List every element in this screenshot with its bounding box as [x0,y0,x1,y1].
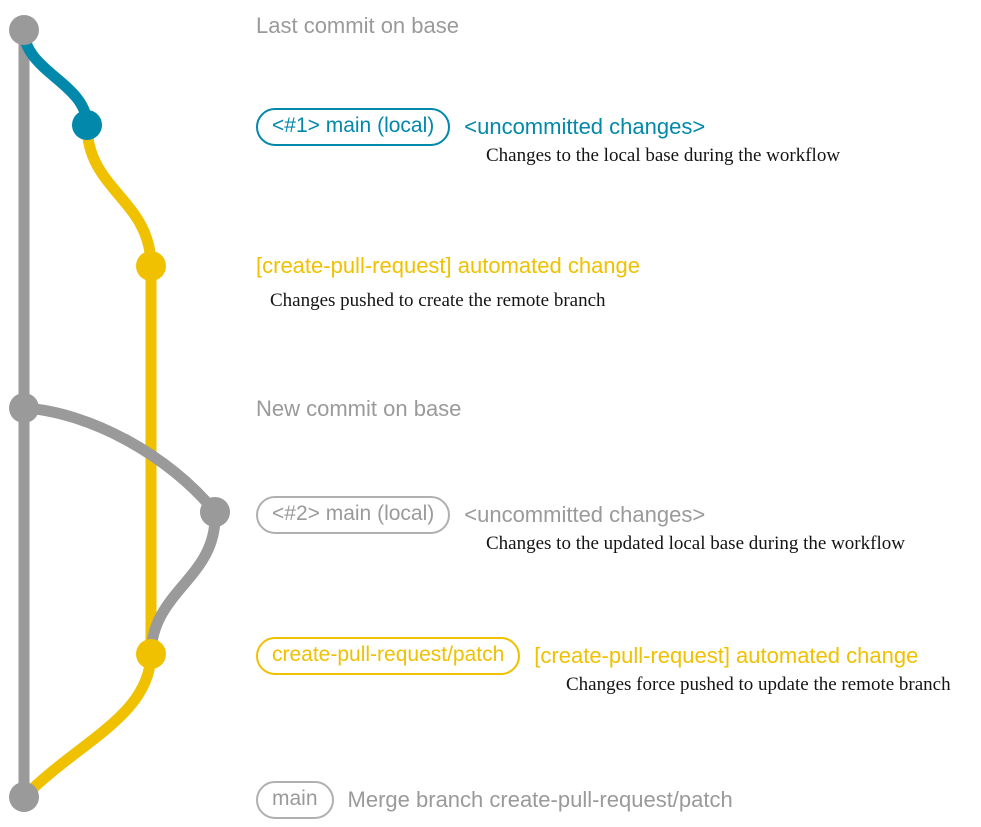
commit-node-automated-change-1[interactable] [136,251,166,281]
commit-node-automated-change-2[interactable] [136,639,166,669]
edge-patch-2-to-merge [18,648,157,803]
commit-node-new-commit-on-base[interactable] [9,393,39,423]
commit-node-local-1[interactable] [72,110,102,140]
commit-node-local-2[interactable] [200,497,230,527]
commit-row-local-2: <#2> main (local) <uncommitted changes> [256,496,705,534]
commit-node-last-commit-on-base[interactable] [9,15,39,45]
commit-description-automated-change-1: Changes pushed to create the remote bran… [270,290,606,311]
branch-label-main[interactable]: main [256,781,334,819]
branch-label-local-2[interactable]: <#2> main (local) [256,496,451,534]
commit-row-new-commit-on-base: New commit on base [256,396,461,422]
branch-label-local-1[interactable]: <#1> main (local) [256,108,451,146]
edge-local-2-to-patch-2 [145,506,221,660]
commit-row-local-1: <#1> main (local) <uncommitted changes> [256,108,705,146]
commit-message-new-commit-on-base: New commit on base [256,396,462,421]
commit-description-local-1: Changes to the local base during the wor… [486,145,841,166]
commit-message-merge: Merge branch create-pull-request/patch [347,787,733,812]
commit-message-automated-change-2: [create-pull-request] automated change [534,643,919,668]
commit-row-automated-change-2: create-pull-request/patch [create-pull-r… [256,637,918,675]
commit-message-last-commit-on-base: Last commit on base [256,13,459,38]
branch-label-create-pull-request-patch[interactable]: create-pull-request/patch [256,637,521,675]
edge-local-1-to-patch-1 [81,119,157,272]
commit-message-local-1: <uncommitted changes> [464,114,706,139]
commit-row-last-commit-on-base: Last commit on base [256,13,459,39]
commit-node-merge[interactable] [9,782,39,812]
commit-description-automated-change-2: Changes force pushed to update the remot… [566,674,951,695]
commit-row-merge: main Merge branch create-pull-request/pa… [256,781,733,819]
commit-description-local-2: Changes to the updated local base during… [486,533,905,554]
commit-message-local-2: <uncommitted changes> [464,502,706,527]
edge-base-to-local-2 [18,402,221,518]
commit-message-automated-change-1: [create-pull-request] automated change [256,253,641,278]
